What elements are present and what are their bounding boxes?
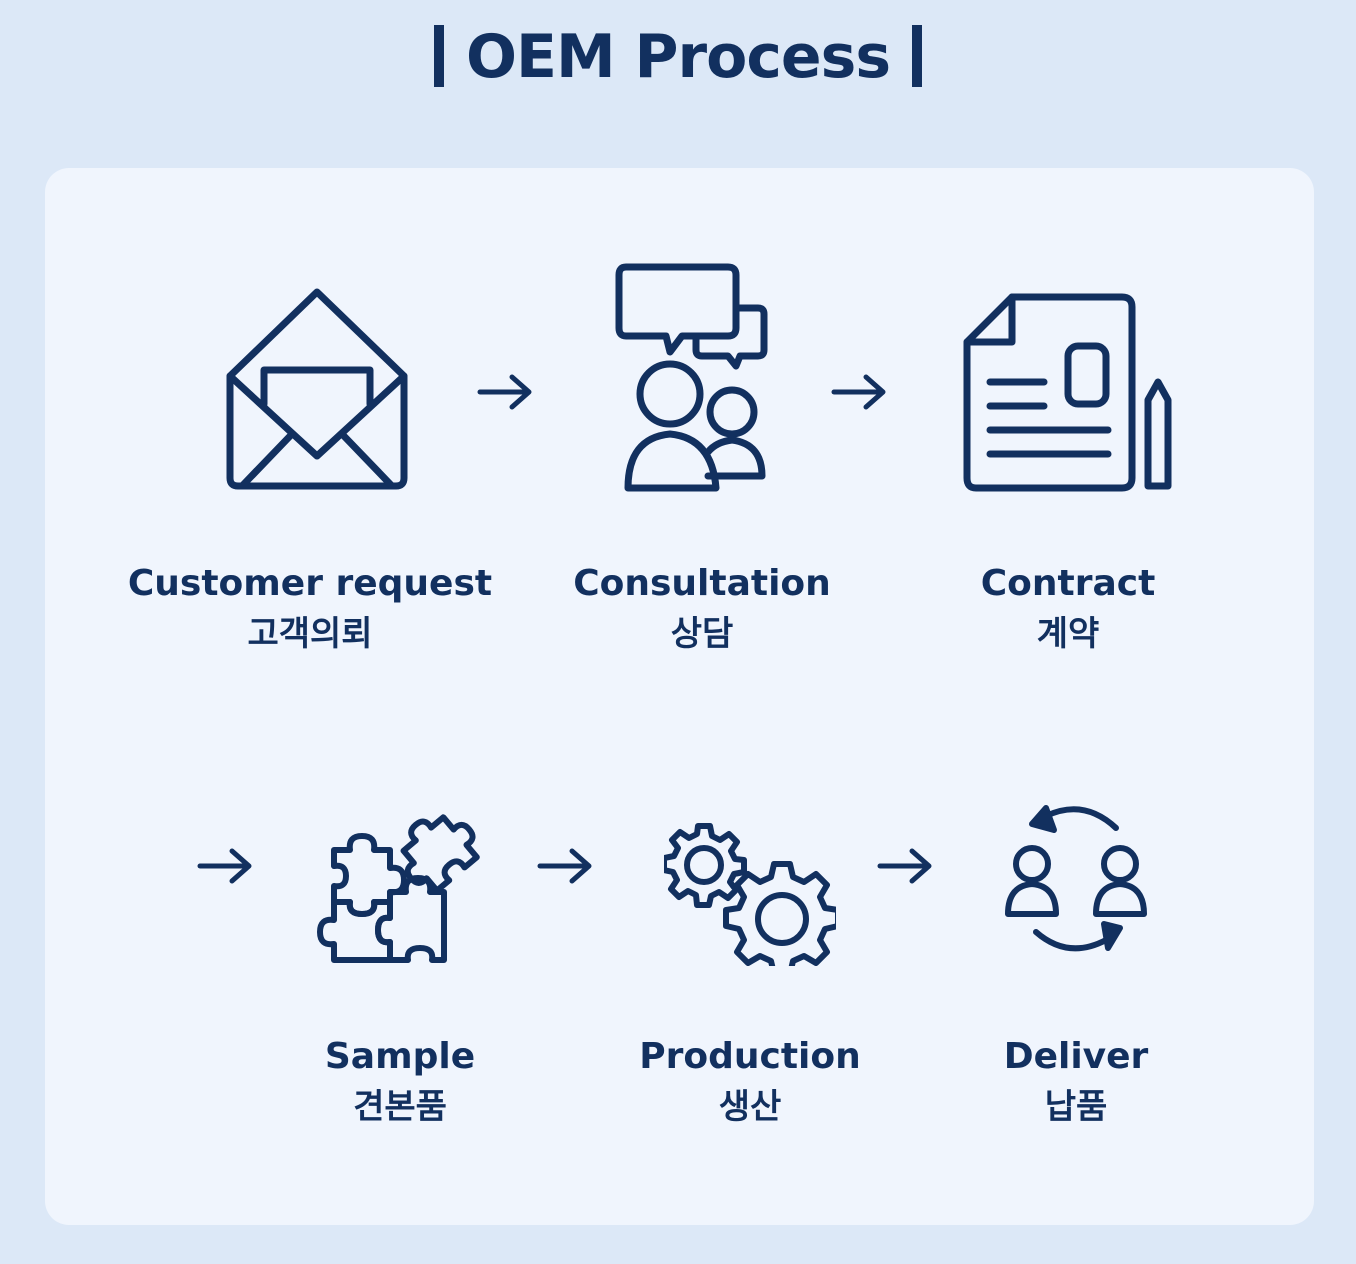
title-bar-right — [912, 25, 923, 87]
step-label-sample: Sample 견본품 — [190, 1033, 610, 1133]
step-label-en: Deliver — [1003, 1036, 1149, 1077]
step-label-en: Contract — [980, 563, 1156, 604]
step-label-contract: Contract 계약 — [858, 560, 1278, 660]
exchange-icon — [1005, 805, 1147, 952]
step-label-consultation: Consultation 상담 — [492, 560, 912, 660]
step-label-production: Production 생산 — [540, 1033, 960, 1133]
step-label-ko: 납품 — [1044, 1087, 1108, 1127]
consultation-icon — [615, 263, 768, 492]
step-label-en: Sample — [324, 1036, 476, 1077]
step-label-ko: 상담 — [670, 614, 734, 654]
step-label-en: Production — [639, 1036, 861, 1077]
step-label-customer-request: Customer request 고객의뢰 — [100, 560, 520, 660]
arrow-icon — [197, 848, 252, 884]
step-label-en: Customer request — [127, 563, 493, 604]
puzzle-icon — [317, 814, 480, 963]
step-label-ko: 계약 — [1036, 614, 1100, 654]
arrow-icon — [537, 848, 592, 884]
title-text: OEM Process — [465, 22, 891, 92]
step-label-ko: 견본품 — [353, 1087, 447, 1127]
page-title: OEM Process — [0, 22, 1356, 92]
arrow-icon — [831, 374, 886, 410]
step-label-en: Consultation — [573, 563, 831, 604]
title-bar-left — [433, 25, 444, 87]
envelope-icon — [226, 288, 408, 490]
gears-icon — [664, 823, 836, 966]
contract-icon — [963, 293, 1172, 492]
step-label-ko: 고객의뢰 — [247, 614, 373, 654]
arrow-icon — [477, 374, 532, 410]
step-label-deliver: Deliver 납품 — [866, 1033, 1286, 1133]
arrow-icon — [877, 848, 932, 884]
step-label-ko: 생산 — [718, 1087, 782, 1127]
